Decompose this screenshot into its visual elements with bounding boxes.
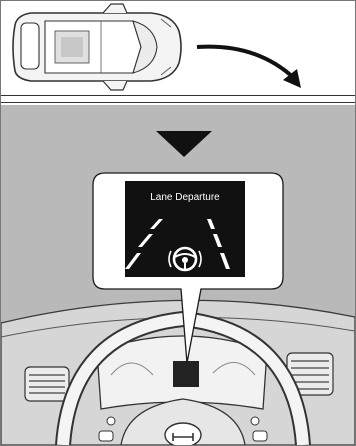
lane-departure-message: Lane Departure <box>150 192 220 203</box>
car-top-view-icon <box>13 4 181 90</box>
top-scene <box>1 1 355 93</box>
air-vent-left <box>25 367 69 401</box>
lane-line <box>1 93 355 105</box>
display-location-indicator <box>173 361 199 387</box>
display-screen: Lane Departure <box>125 181 245 277</box>
down-triangle-icon <box>156 131 212 157</box>
dashboard-illustration <box>1 300 355 445</box>
